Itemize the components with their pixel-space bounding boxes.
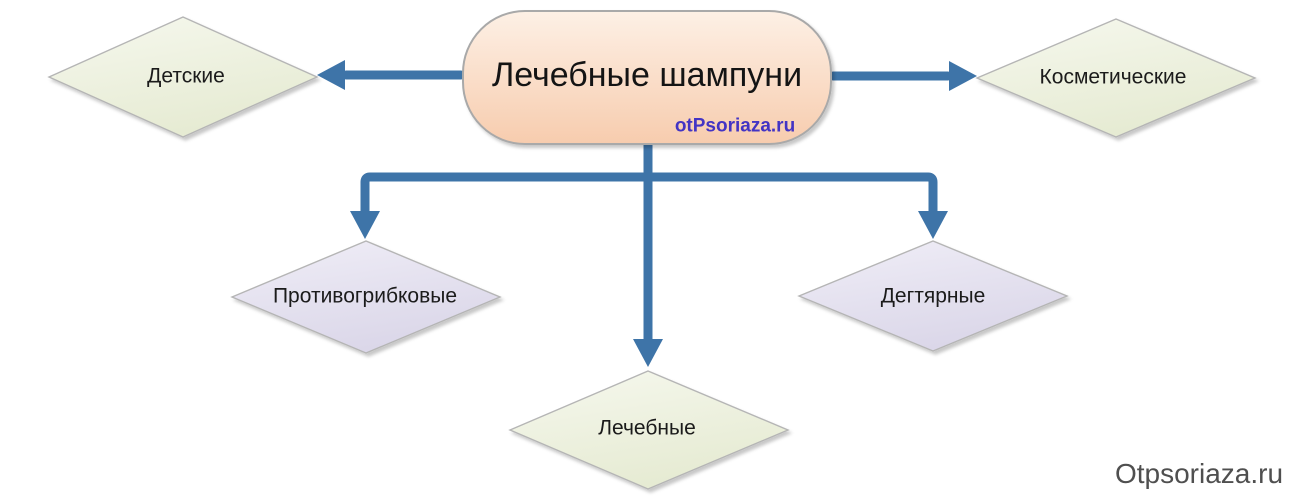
corner-watermark: Otpsoriaza.ru: [1114, 458, 1284, 489]
inner-watermark: otPsoriaza.ru: [674, 115, 796, 137]
node-detskie-label: Детские: [147, 64, 225, 88]
node-lechebnye-diamond: [508, 370, 790, 490]
node-degtyarnye-label: Дегтярные: [880, 284, 986, 308]
node-root-pill: [462, 10, 832, 145]
node-kosmeticheskie-diamond: [975, 18, 1257, 138]
root-node-label: Лечебные шампуни: [491, 56, 803, 94]
node-detskie-diamond: [47, 16, 319, 138]
connector-arrows: [341, 70, 953, 345]
node-protivogribkovye-diamond: [230, 240, 502, 354]
node-kosmeticheskie-label: Косметические: [1039, 65, 1187, 89]
node-protivogribkovye-label: Противогрибковые: [272, 284, 458, 308]
connector-arrowheads: [317, 60, 977, 367]
node-lechebnye-label: Лечебные: [598, 416, 696, 440]
node-degtyarnye-diamond: [797, 240, 1069, 352]
